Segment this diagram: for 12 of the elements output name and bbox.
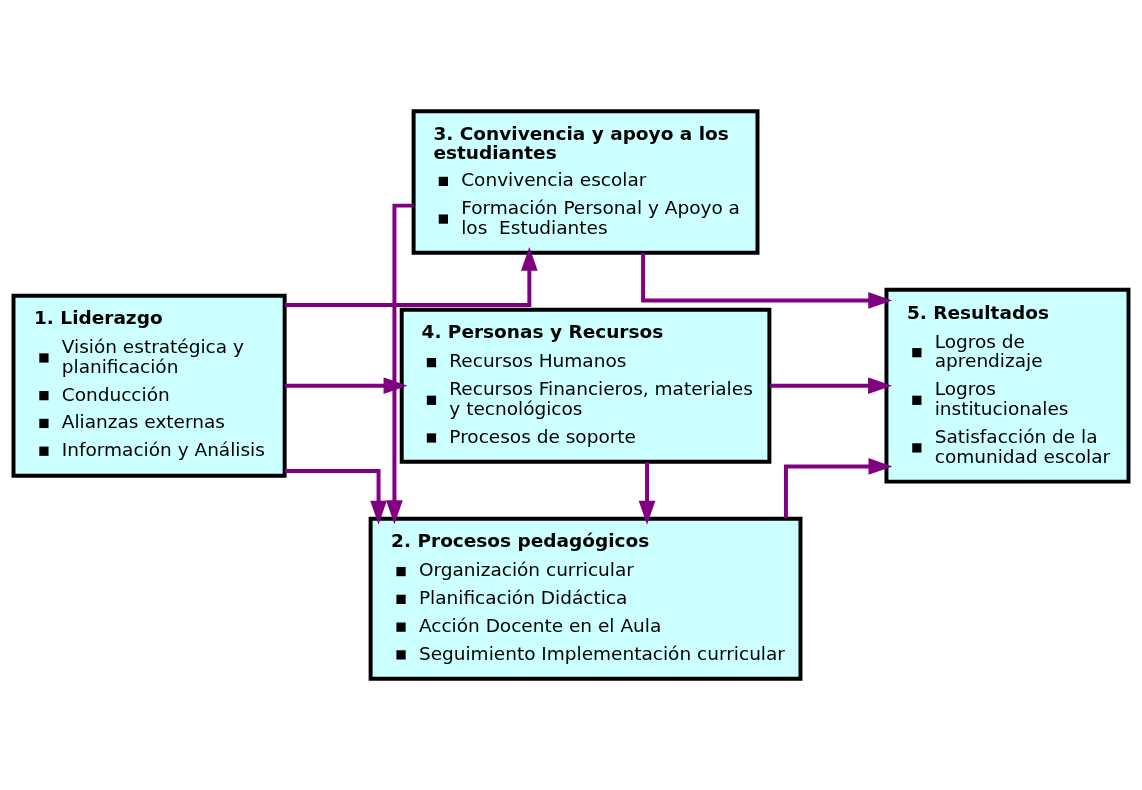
node-box: 4. Personas y Recursos Recursos Humanos Recursos Financieros, materiales y tecnológicos Procesos de soporte bbox=[399, 307, 772, 464]
node-box: 1. Liderazgo Visión estratégica y planificación Conducción Alianzas externas Información y Análisis bbox=[11, 293, 287, 478]
arrow bbox=[783, 458, 893, 519]
arrow bbox=[284, 246, 538, 308]
arrow bbox=[641, 252, 893, 309]
node-box: 3. Convivencia y apoyo a los estudiantes Convivencia escolar Formación Personal y Apoyo a los Estudiantes bbox=[411, 109, 760, 255]
node-box: 2. Procesos pedagógicos Organización curricular Planificación Didáctica Acción Docente en el Aula Seguimiento Implementación curricular bbox=[368, 516, 803, 681]
node-box: 5. Resultados Logros de aprendizaje Logros institucionales Satisfacción de la comunidad escolar bbox=[884, 287, 1131, 484]
arrow bbox=[638, 462, 656, 525]
arrow bbox=[770, 377, 892, 395]
arrow bbox=[386, 203, 414, 525]
arrow bbox=[284, 469, 387, 525]
